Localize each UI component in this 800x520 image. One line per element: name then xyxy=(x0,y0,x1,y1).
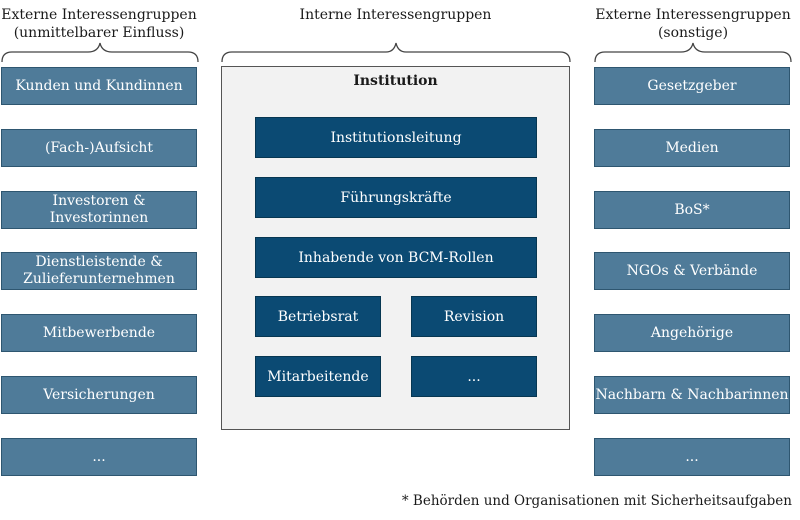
box-mitarbeitende: Mitarbeitende xyxy=(255,356,381,397)
box-institutionsleitung: Institutionsleitung xyxy=(255,117,537,158)
left-brace xyxy=(1,42,199,63)
right-header: Externe Interessengruppen (sonstige) xyxy=(594,6,792,42)
box-more: ... xyxy=(411,356,537,397)
left-box-dienstleistende: Dienstleistende & Zulieferunternehmen xyxy=(1,252,197,290)
right-box-nachbarn: Nachbarn & Nachbarinnen xyxy=(594,376,790,414)
center-header: Interne Interessengruppen xyxy=(221,6,570,24)
right-box-more: ... xyxy=(594,438,790,476)
footnote: * Behörden und Organisationen mit Sicher… xyxy=(401,493,792,509)
right-box-medien: Medien xyxy=(594,129,790,167)
institution-panel: Institution Institutionsleitung Führungs… xyxy=(221,66,570,430)
center-brace xyxy=(221,42,571,63)
left-box-more: ... xyxy=(1,438,197,476)
left-box-investoren: Investoren & Investorinnen xyxy=(1,191,197,229)
right-box-gesetzgeber: Gesetzgeber xyxy=(594,67,790,105)
box-revision: Revision xyxy=(411,296,537,337)
box-bcm-rollen: Inhabende von BCM-Rollen xyxy=(255,237,537,278)
right-header-line2: (sonstige) xyxy=(657,25,729,41)
box-betriebsrat: Betriebsrat xyxy=(255,296,381,337)
institution-title: Institution xyxy=(353,73,438,89)
left-header: Externe Interessengruppen (unmittelbarer… xyxy=(0,6,198,42)
right-box-ngos: NGOs & Verbände xyxy=(594,252,790,290)
left-box-mitbewerbende: Mitbewerbende xyxy=(1,314,197,352)
left-box-aufsicht: (Fach-)Aufsicht xyxy=(1,129,197,167)
center-header-line1: Interne Interessengruppen xyxy=(299,7,492,23)
box-fuehrungskraefte: Führungskräfte xyxy=(255,177,537,218)
left-box-kunden: Kunden und Kundinnen xyxy=(1,67,197,105)
right-box-angehoerige: Angehörige xyxy=(594,314,790,352)
left-box-versicherungen: Versicherungen xyxy=(1,376,197,414)
right-header-line1: Externe Interessengruppen xyxy=(595,7,791,23)
left-header-line1: Externe Interessengruppen xyxy=(1,7,197,23)
right-brace xyxy=(594,42,792,63)
right-box-bos: BoS* xyxy=(594,191,790,229)
left-header-line2: (unmittelbarer Einfluss) xyxy=(13,25,185,41)
